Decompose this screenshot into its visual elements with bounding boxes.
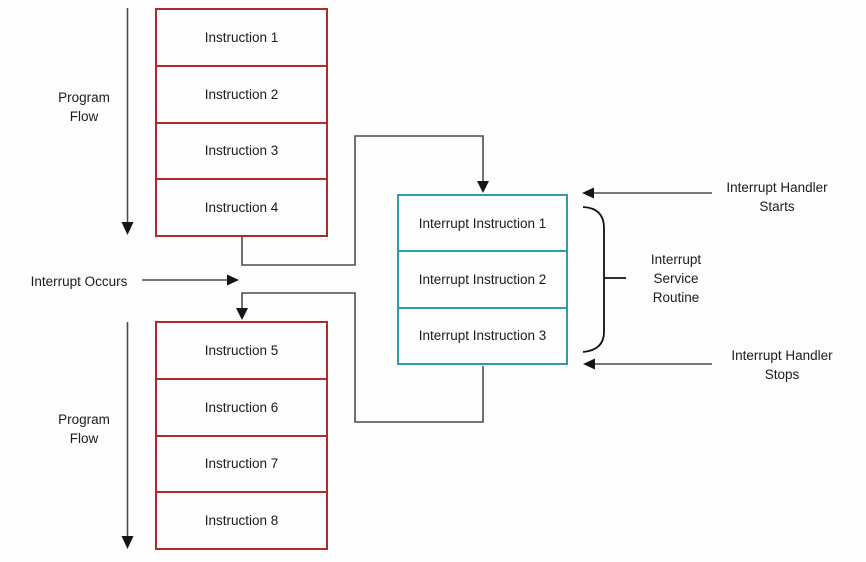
instruction-box-4: Instruction 4 [157, 178, 326, 235]
instruction-box-2: Instruction 2 [157, 64, 326, 122]
handler-starts-arrow [582, 187, 712, 199]
instruction-box-8: Instruction 8 [157, 491, 326, 548]
isr-instruction-box-2: Interrupt Instruction 2 [399, 250, 566, 306]
instruction-box-3: Instruction 3 [157, 121, 326, 179]
interrupt-handler-starts-label: Interrupt Handler Starts [726, 180, 828, 214]
instruction-stack-bottom: Instruction 5 Instruction 6 Instruction … [155, 321, 328, 550]
interrupt-occurs-label: Interrupt Occurs [30, 274, 128, 289]
interrupt-occurs-arrow [142, 274, 239, 286]
instruction-stack-top: Instruction 1 Instruction 2 Instruction … [155, 8, 328, 237]
instruction-box-5: Instruction 5 [204, 342, 279, 358]
instruction-box-7: Instruction 7 [157, 434, 326, 492]
instruction-box-1: Instruction 1 [204, 29, 279, 45]
isr-stack: Interrupt Instruction 1 Interrupt Instru… [397, 194, 568, 365]
interrupt-handler-stops-label: Interrupt Handler Stops [731, 348, 833, 382]
isr-brace [582, 206, 626, 353]
interrupt-service-routine-label: Interrupt Service Routine [650, 252, 702, 305]
isr-instruction-box-1: Interrupt Instruction 1 [418, 215, 547, 231]
instruction-box-6: Instruction 6 [157, 377, 326, 435]
program-flow-bottom-label: Program Flow [58, 412, 110, 446]
isr-instruction-box-3: Interrupt Instruction 3 [399, 306, 566, 363]
handler-stops-arrow [583, 358, 712, 370]
program-flow-top-label: Program Flow [58, 90, 110, 124]
